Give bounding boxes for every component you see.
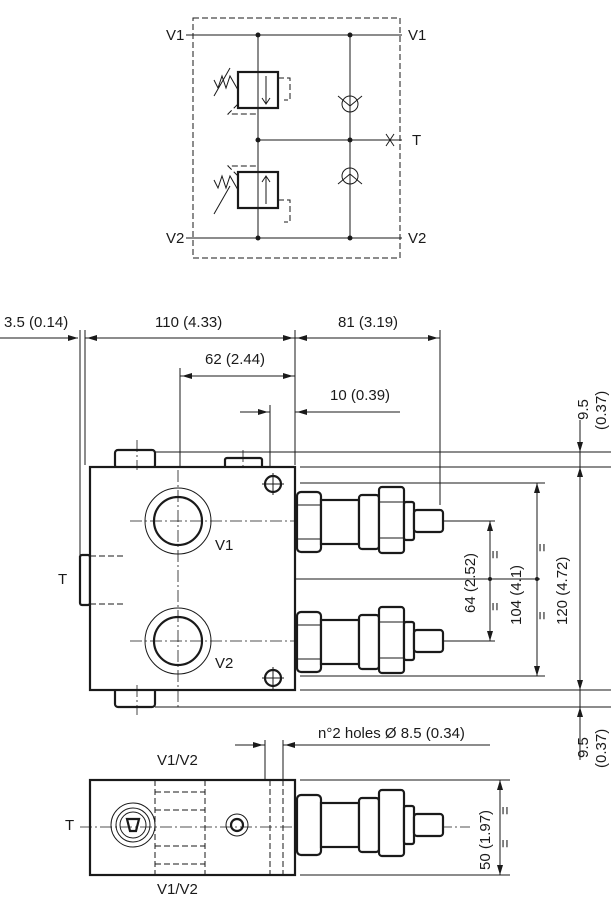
relief-valve-icon [213, 165, 291, 223]
dim-width: 110 (4.33) [155, 314, 222, 331]
equal-mark: = [487, 550, 504, 559]
dim-offset: 3.5 (0.14) [4, 314, 68, 331]
front-view: 3.5 (0.14) 110 (4.33) 81 (3.19) 62 (2.44… [0, 314, 611, 768]
holes-note: n°2 holes Ø 8.5 (0.34) [318, 725, 465, 742]
port-v1 [144, 487, 212, 555]
hydraulic-schematic: V1 V1 V2 V2 T [166, 17, 426, 259]
t-port-plug [78, 553, 92, 607]
label-t: T [58, 571, 67, 588]
dim-top-inch: (0.37) [593, 391, 610, 430]
relief-cartridge-lower [295, 605, 445, 675]
dim-port-x: 62 (2.44) [205, 351, 265, 368]
label-t: T [65, 817, 74, 834]
dim-thickness: 50 (1.97) [477, 810, 494, 870]
equal-mark: = [497, 839, 514, 848]
mounting-hole [262, 667, 284, 689]
label-v1-left: V1 [166, 27, 184, 44]
dim-height: 120 (4.72) [554, 557, 571, 625]
relief-valve-icon [213, 67, 291, 115]
equal-mark: = [534, 611, 551, 620]
dim-hole-pitch: 104 (4.1) [508, 565, 525, 625]
side-hole [225, 813, 249, 837]
dim-cartridge: 81 (3.19) [338, 314, 398, 331]
dim-bottom: 9.5 [575, 737, 592, 758]
port-v2 [144, 607, 212, 675]
relief-cartridge-upper [295, 485, 445, 555]
label-v1-right: V1 [408, 27, 426, 44]
check-valve-icon [337, 167, 363, 185]
mounting-hole [262, 473, 284, 495]
dim-bottom-inch: (0.37) [593, 729, 610, 768]
dim-port-pitch: 64 (2.52) [462, 553, 479, 613]
label-v2: V2 [215, 655, 233, 672]
restrictor-icon [385, 133, 395, 147]
manifold-block-side [88, 778, 297, 877]
top-boss [113, 448, 157, 470]
equal-mark: = [534, 543, 551, 552]
label-v2-left: V2 [166, 230, 184, 247]
label-v1: V1 [215, 537, 233, 554]
check-valve-icon [337, 95, 363, 113]
label-bottom: V1/V2 [157, 881, 198, 898]
manifold-block [88, 465, 297, 692]
equal-mark: = [497, 806, 514, 815]
equal-mark: = [487, 602, 504, 611]
dim-top: 9.5 [575, 399, 592, 420]
label-v2-right: V2 [408, 230, 426, 247]
dim-hole-x: 10 (0.39) [330, 387, 390, 404]
side-view: 50 (1.97) = = V1/V2 V1/V2 T [65, 752, 514, 898]
label-top: V1/V2 [157, 752, 198, 769]
label-t: T [412, 132, 421, 149]
